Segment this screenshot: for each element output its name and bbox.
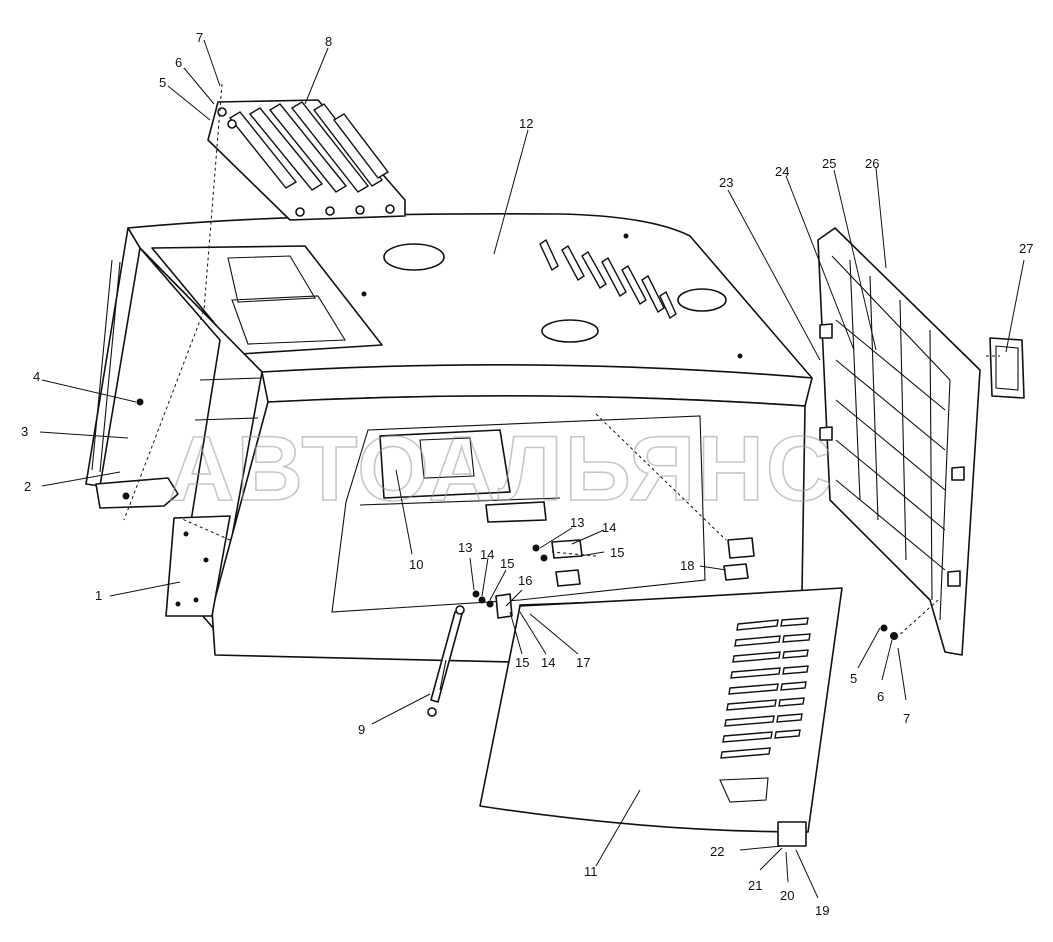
side-grille [817, 227, 981, 656]
callout-14-right: 14 [602, 520, 616, 535]
top-grille [207, 99, 406, 221]
callout-22: 22 [710, 844, 724, 859]
callout-11: 11 [584, 864, 598, 879]
callout-13-left: 13 [458, 540, 472, 555]
callout-26: 26 [865, 156, 879, 171]
callout-13-right: 13 [570, 515, 584, 530]
emblem-part [989, 337, 1025, 399]
callout-7-right: 7 [903, 711, 910, 726]
callout-7-top: 7 [196, 30, 203, 45]
leader-lines [39, 39, 1025, 899]
gas-strut [427, 605, 465, 717]
callout-20: 20 [780, 888, 794, 903]
callout-4: 4 [33, 369, 40, 384]
callout-24: 24 [775, 164, 789, 179]
hood-body [85, 212, 813, 663]
callout-16: 16 [518, 573, 532, 588]
callout-25: 25 [822, 156, 836, 171]
callout-6-top: 6 [175, 55, 182, 70]
hinge-parts [136, 398, 898, 640]
callout-2: 2 [24, 479, 31, 494]
front-door-panel [479, 587, 843, 847]
callout-1: 1 [95, 588, 102, 603]
callout-21: 21 [748, 878, 762, 893]
callout-17: 17 [576, 655, 590, 670]
callout-labels: 1 2 3 4 5 6 7 8 9 10 11 12 13 14 15 13 1… [21, 30, 1033, 918]
watermark-text: АВТОАЛЬЯНС [168, 418, 834, 520]
bracket-plate [165, 515, 231, 617]
callout-15-right: 15 [610, 545, 624, 560]
callout-27: 27 [1019, 241, 1033, 256]
callout-9: 9 [358, 722, 365, 737]
callout-6-right: 6 [877, 689, 884, 704]
assembly-lines [123, 83, 1000, 639]
callout-19: 19 [815, 903, 829, 918]
callout-8: 8 [325, 34, 332, 49]
callout-5-top: 5 [159, 75, 166, 90]
callout-15-bottom: 15 [515, 655, 529, 670]
callout-5-right: 5 [850, 671, 857, 686]
callout-15-left: 15 [500, 556, 514, 571]
callout-12: 12 [519, 116, 533, 131]
callout-3: 3 [21, 424, 28, 439]
callout-10: 10 [409, 557, 423, 572]
callout-14-bottom: 14 [541, 655, 555, 670]
callout-23: 23 [719, 175, 733, 190]
callout-18: 18 [680, 558, 694, 573]
callout-14-left: 14 [480, 547, 494, 562]
